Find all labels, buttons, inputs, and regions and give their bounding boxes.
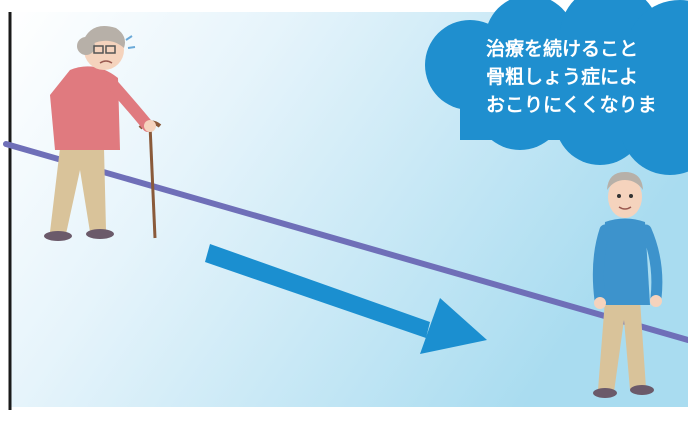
speech-bubble-line-2: 骨粗しょう症によ [486,66,639,88]
speech-bubble-text: 治療を続けること 骨粗しょう症によ おこりにくくなりま [486,35,688,119]
elderly-man-walking-upright-icon [592,172,663,398]
speech-bubble-cloud [425,0,688,175]
direction-arrow-icon [205,244,487,354]
elderly-woman-with-cane-icon [44,26,162,241]
speech-bubble-line-3: おこりにくくなりま [486,94,657,116]
slope-line [3,141,688,343]
speech-bubble-line-1: 治療を続けること [486,38,639,60]
